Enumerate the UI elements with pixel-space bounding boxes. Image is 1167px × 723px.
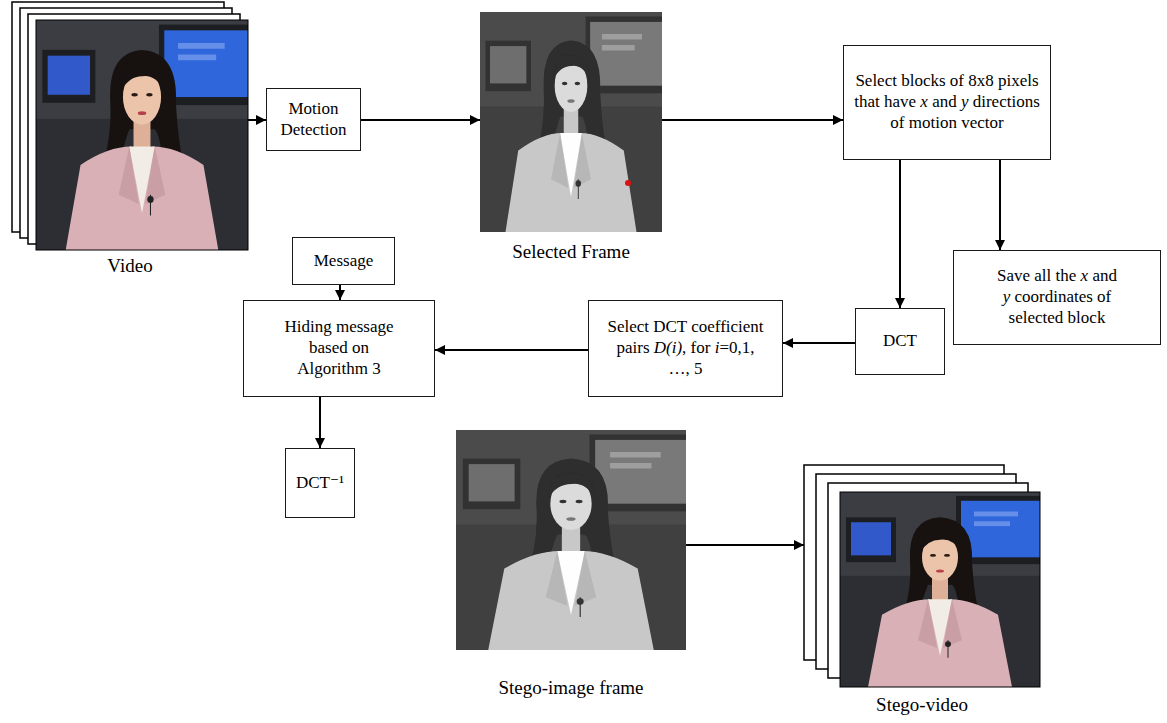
box-label: Message xyxy=(314,251,373,272)
image-caption: Video xyxy=(107,256,152,277)
video-stack xyxy=(12,2,248,250)
image-frame: Stego-image frame xyxy=(456,430,686,650)
flow-arrow xyxy=(686,544,804,546)
flow-arrow xyxy=(899,160,901,308)
process-box: Save all the x and y coordinates of sele… xyxy=(953,250,1161,345)
process-box: Hiding message based on Algorithm 3 xyxy=(243,300,435,397)
process-box: DCT xyxy=(855,308,945,375)
image-frame: Video xyxy=(12,2,248,250)
box-label: Motion Detection xyxy=(274,99,354,140)
image-caption: Stego-image frame xyxy=(498,678,643,699)
image-frame: Stego-video xyxy=(804,465,1040,687)
process-box: Motion Detection xyxy=(266,88,361,151)
flow-arrow xyxy=(662,119,843,121)
box-label: Select blocks of 8x8 pixels that have x … xyxy=(851,71,1043,133)
stego-image-picture xyxy=(456,430,686,650)
flow-arrow xyxy=(339,285,341,300)
flow-arrow xyxy=(435,349,588,351)
flow-arrow xyxy=(361,119,480,121)
grayscale-frame xyxy=(456,430,686,650)
box-label: Hiding message based on Algorithm 3 xyxy=(273,317,405,379)
frame-border xyxy=(840,492,1040,687)
flow-arrow xyxy=(999,160,1001,250)
process-box: Message xyxy=(292,237,395,285)
process-box: Select DCT coefficient pairs D(i), for i… xyxy=(588,300,783,397)
flow-arrow xyxy=(319,397,321,448)
video-frame-picture xyxy=(36,20,248,250)
flow-arrow xyxy=(783,342,855,344)
box-label: DCT⁻¹ xyxy=(296,473,344,494)
stego-video-stack xyxy=(804,465,1040,687)
grayscale-frame xyxy=(480,12,662,232)
frame-border xyxy=(36,20,248,250)
image-caption: Selected Frame xyxy=(512,242,630,263)
motion-dot xyxy=(625,180,631,186)
process-box: DCT⁻¹ xyxy=(285,448,355,518)
selected-frame-picture xyxy=(480,12,662,232)
image-frame: Selected Frame xyxy=(480,12,662,232)
image-caption: Stego-video xyxy=(876,695,968,716)
stego-video-frame-picture xyxy=(840,492,1040,687)
box-label: DCT xyxy=(883,331,917,352)
box-label: Select DCT coefficient pairs D(i), for i… xyxy=(606,317,766,379)
box-label: Save all the x and y coordinates of sele… xyxy=(997,266,1117,328)
flow-arrow xyxy=(248,119,266,121)
process-box: Select blocks of 8x8 pixels that have x … xyxy=(843,45,1051,160)
